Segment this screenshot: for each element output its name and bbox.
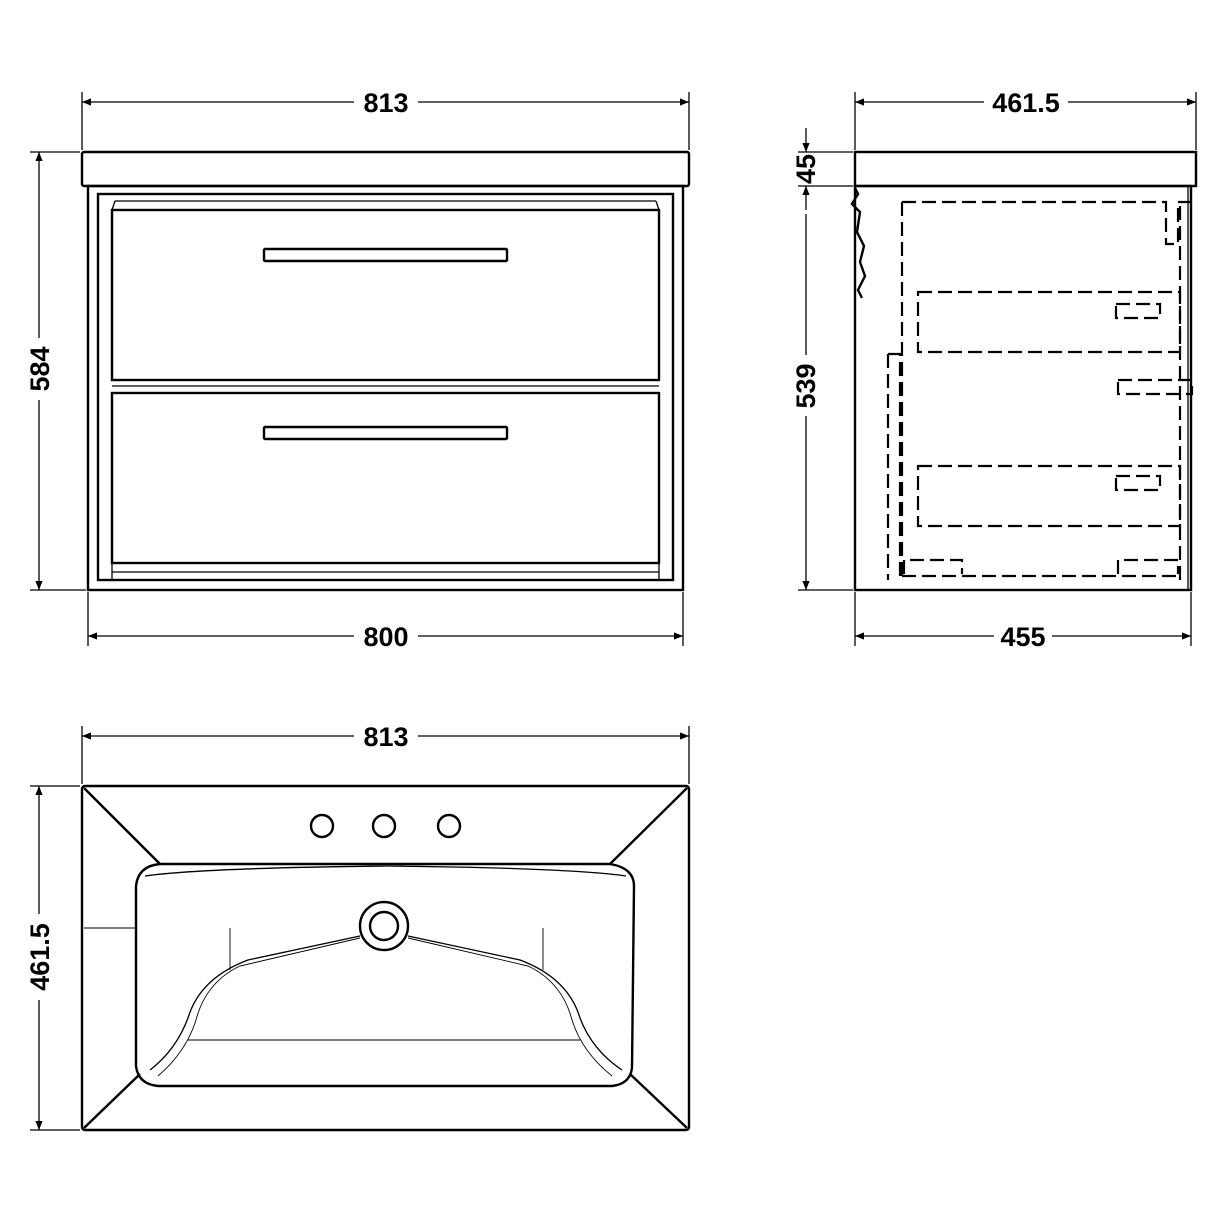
front-countertop (80, 150, 691, 188)
dim-plan-depth: 461.5 (25, 785, 80, 1131)
tap-hole-left (309, 813, 335, 839)
side-view: 461.5 45 539 455 (791, 88, 1198, 652)
side-top-drawer-rail (1114, 302, 1162, 320)
front-top-drawer (110, 208, 661, 382)
side-middle-rail (1116, 378, 1194, 396)
plan-drain-outer (358, 900, 410, 952)
side-top-drawer-box (916, 290, 1182, 354)
dim-side-body-depth: 455 (854, 592, 1192, 652)
dim-side-top-thickness: 45 (791, 128, 853, 210)
dim-label-813-plan: 813 (363, 722, 408, 752)
dim-front-top-width: 813 (81, 88, 690, 150)
plan-basin-outline (80, 784, 691, 1132)
dim-label-539: 539 (791, 363, 821, 408)
dim-label-461-5-plan: 461.5 (25, 923, 55, 991)
front-view: 813 584 800 (25, 88, 691, 652)
tap-hole-right (436, 813, 462, 839)
dim-label-584: 584 (25, 346, 55, 391)
dim-label-800: 800 (363, 622, 408, 652)
front-top-drawer-handle (262, 247, 509, 263)
front-cabinet-inner-frame (96, 192, 675, 582)
plan-drain-inner (368, 910, 400, 942)
front-bottom-drawer (110, 391, 661, 565)
dim-side-top-depth: 461.5 (854, 88, 1197, 150)
dim-label-455: 455 (1000, 622, 1045, 652)
dim-label-461-5-side: 461.5 (992, 88, 1060, 118)
front-cabinet-frame (86, 184, 685, 592)
tap-hole-center (371, 813, 397, 839)
side-countertop (853, 150, 1198, 188)
plan-view: 813 461.5 (25, 722, 691, 1132)
dim-label-45: 45 (791, 154, 821, 184)
dim-front-body-width: 800 (87, 592, 684, 652)
dim-plan-width: 813 (81, 722, 690, 784)
dim-front-height: 584 (25, 151, 86, 591)
plan-bowl (134, 862, 636, 1088)
side-bottom-drawer-rail (1114, 474, 1162, 492)
side-bottom-drawer-box (916, 464, 1182, 528)
dim-label-813-front: 813 (363, 88, 408, 118)
dim-side-body-height: 539 (791, 214, 853, 591)
side-cabinet-body (853, 184, 1193, 592)
front-bottom-drawer-handle (262, 425, 509, 441)
